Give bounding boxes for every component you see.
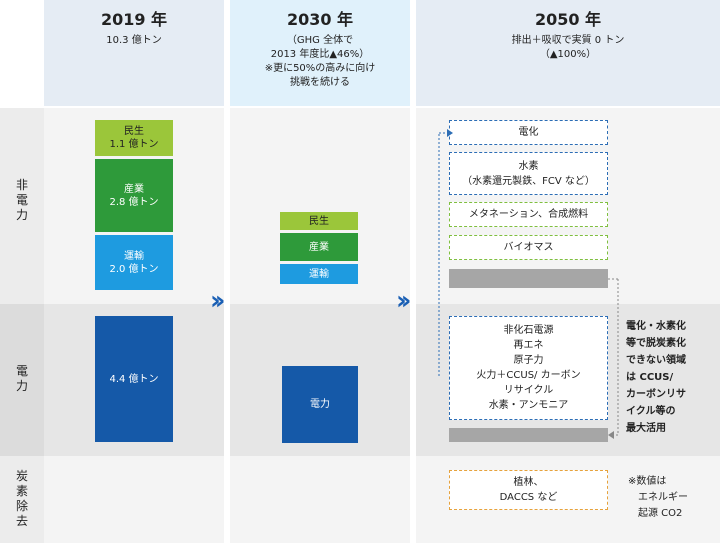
header-2050-sub: 排出＋吸収で実質 0 トン （▲100%） <box>511 35 625 60</box>
chevron-right-icon: ›› <box>210 286 226 316</box>
bar-2019-unyu: 運輸 2.0 億トン <box>95 235 173 290</box>
header-2030: 2030 年 （GHG 全体で 2013 年度比▲46%） ※更に50%の高みに… <box>230 0 410 106</box>
band-removal <box>0 456 720 543</box>
grey-residual-power <box>449 428 608 442</box>
bar-2019-minsei: 民生 1.1 億トン <box>95 120 173 156</box>
box-2050-suiso: 水素 （水素還元製鉄、FCV など） <box>449 152 608 195</box>
header-2030-sub: （GHG 全体で 2013 年度比▲46%） ※更に50%の高みに向け 挑戦を続… <box>264 35 376 88</box>
side-note: 電化・水素化 等で脱炭素化 できない領域 は CCUS/ カーボンリサ イクル等… <box>626 321 686 434</box>
box-2050-biomass: バイオマス <box>449 235 608 260</box>
bar-2030-denryoku: 電力 <box>282 366 358 443</box>
connector-lines <box>438 129 619 439</box>
header-2019-year: 2019 年 <box>100 10 168 29</box>
bar-2030-minsei: 民生 <box>280 212 358 230</box>
box-2050-removal: 植林、 DACCS など <box>449 470 608 510</box>
row-label-removal: 炭 素 除 去 <box>15 469 28 528</box>
row-label-nonpower: 非 電 力 <box>15 178 28 222</box>
header-2030-year: 2030 年 <box>286 10 354 29</box>
header-2050-year: 2050 年 <box>534 10 602 29</box>
box-2050-methanation: メタネーション、合成燃料 <box>449 202 608 227</box>
bar-2019-sangyo: 産業 2.8 億トン <box>95 159 173 232</box>
chevron-right-icon: ›› <box>396 286 412 316</box>
bar-2030-sangyo: 産業 <box>280 233 358 261</box>
header-2019-sub: 10.3 億トン <box>106 35 162 46</box>
grey-residual-nonpower <box>449 269 608 288</box>
bar-2030-unyu: 運輸 <box>280 264 358 284</box>
bar-2019-denryoku: 4.4 億トン <box>95 316 173 442</box>
row-label-power: 電 力 <box>15 364 28 393</box>
box-2050-power: 非化石電源 再エネ 原子力 火力＋CCUS/ カーボン リサイクル 水素・アンモ… <box>449 316 608 420</box>
header-2050: 2050 年 排出＋吸収で実質 0 トン （▲100%） <box>416 0 720 106</box>
foot-note: ※数値は エネルギー 起源 CO2 <box>628 476 688 519</box>
header-2019: 2019 年 10.3 億トン <box>44 0 224 106</box>
